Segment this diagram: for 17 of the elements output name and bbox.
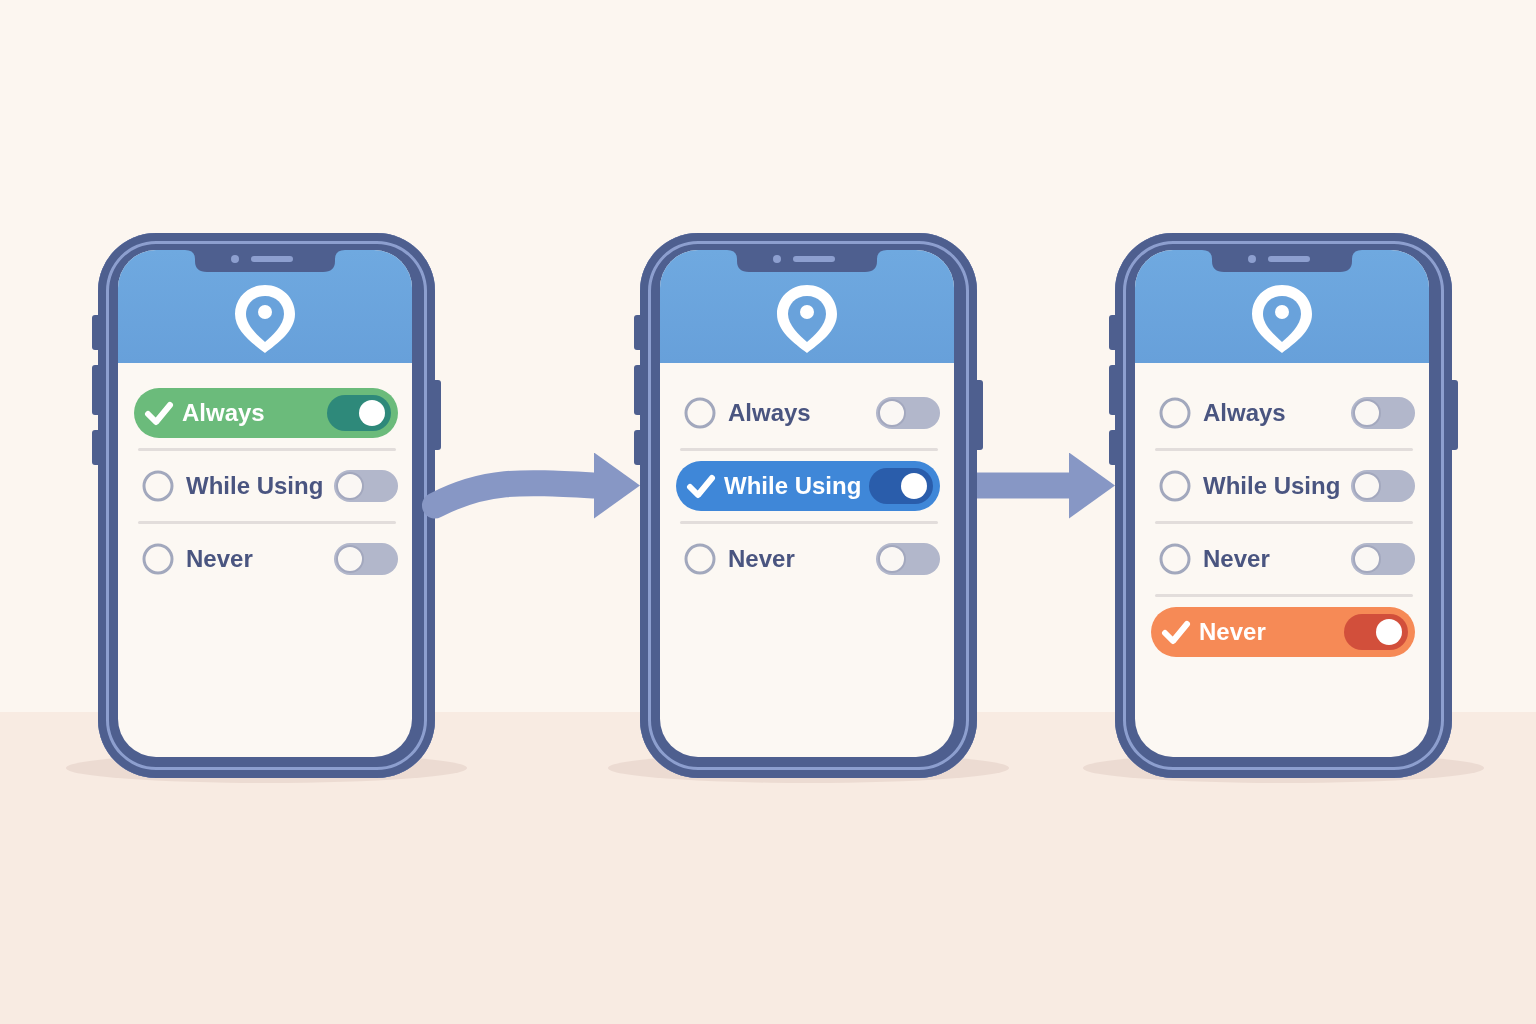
option-label: Never — [1199, 617, 1266, 647]
selected-option — [676, 461, 940, 511]
option-label: While Using — [724, 471, 862, 501]
option-label: Never — [186, 544, 253, 574]
selected-option — [1151, 607, 1415, 657]
phone — [640, 233, 977, 778]
option-label: Always — [728, 398, 811, 428]
phone — [98, 233, 435, 778]
option-label: Always — [182, 398, 265, 428]
option-label: Always — [1203, 398, 1286, 428]
arrow — [977, 452, 1115, 519]
option-label: Never — [728, 544, 795, 574]
option-label: While Using — [1203, 471, 1341, 501]
phone — [1115, 233, 1452, 778]
option-label: Never — [1203, 544, 1270, 574]
selected-option — [134, 388, 398, 438]
option-label: While Using — [186, 471, 324, 501]
